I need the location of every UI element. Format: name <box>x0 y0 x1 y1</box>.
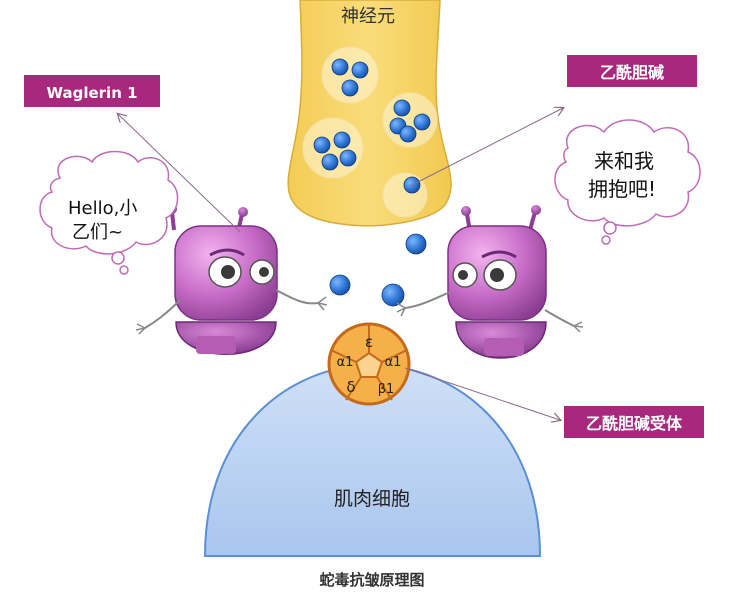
right-bubble-line-2: 拥抱吧! <box>588 177 656 201</box>
subunit-delta: δ <box>346 378 355 396</box>
left-bubble-line-2: 乙们~ <box>72 222 123 243</box>
right-bubble-line-1: 来和我 <box>594 149 654 173</box>
right-robot <box>396 205 584 359</box>
subunit-epsilon: ε <box>365 333 373 351</box>
subunit-alpha-right: α1 <box>385 355 402 370</box>
tag-waglerin: Waglerin 1 <box>24 75 160 107</box>
tag-acetylcholine: 乙酰胆碱 <box>567 55 697 87</box>
tag-receptor: 乙酰胆碱受体 <box>564 406 704 438</box>
tag-receptor-text: 乙酰胆碱受体 <box>586 414 683 433</box>
subunit-beta: β1 <box>378 382 395 397</box>
arrow-receptor <box>404 367 560 420</box>
figure-caption: 蛇毒抗皱原理图 <box>319 571 424 589</box>
acetylcholine-receptor <box>327 322 411 406</box>
tag-waglerin-text: Waglerin 1 <box>46 84 137 102</box>
right-speech-bubble <box>554 119 701 245</box>
muscle-cell-label: 肌肉细胞 <box>334 488 410 510</box>
arrow-acetylcholine <box>409 108 563 187</box>
arrow-waglerin <box>118 114 241 233</box>
left-speech-bubble <box>39 150 179 275</box>
acetylcholine-molecules <box>313 58 431 307</box>
subunit-alpha-left: α1 <box>337 355 354 370</box>
tag-acetylcholine-text: 乙酰胆碱 <box>600 63 664 82</box>
neuron-label: 神经元 <box>341 6 395 27</box>
left-bubble-line-1: Hello,小 <box>68 198 137 219</box>
